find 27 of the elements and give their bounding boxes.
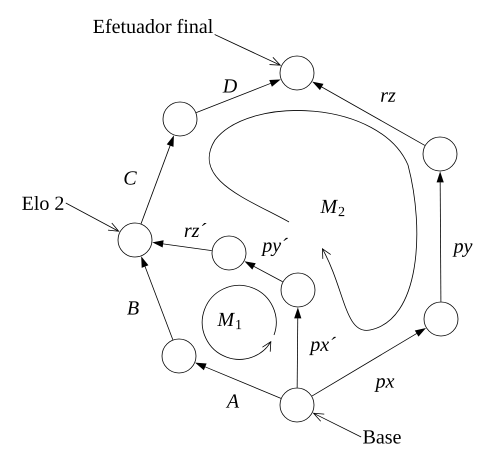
edge-label: px´: [309, 336, 336, 356]
edge-label: px: [374, 378, 394, 392]
loop-label: M$_{2}$: [320, 200, 344, 216]
edge-label: py´: [261, 238, 288, 256]
leader-line: [214, 34, 282, 66]
leader-line: [312, 412, 362, 438]
joint-circle: [280, 388, 314, 422]
part-label: Efetuador final: [93, 18, 213, 34]
joint-circle: [212, 236, 246, 270]
joint-circle: [162, 338, 196, 374]
edge-label: B: [127, 301, 139, 315]
part-label: Base: [363, 430, 401, 444]
edge-label: D: [222, 79, 237, 93]
edge-label: A: [226, 394, 240, 408]
joint-circle: [118, 222, 152, 258]
edge-label: C: [124, 171, 137, 185]
edge-label: rz´: [184, 223, 206, 237]
joint-circle: [162, 102, 198, 136]
joint-circle: [422, 136, 458, 172]
part-label: Elo 2: [22, 196, 64, 210]
leader-line: [65, 202, 120, 232]
loop-label: M$_{1}$: [217, 312, 242, 330]
edge-label: rz: [381, 92, 396, 102]
edge-label: py: [452, 243, 472, 257]
joint-circle: [424, 302, 458, 336]
joint-circle: [280, 56, 314, 90]
joint-circle: [280, 272, 316, 308]
